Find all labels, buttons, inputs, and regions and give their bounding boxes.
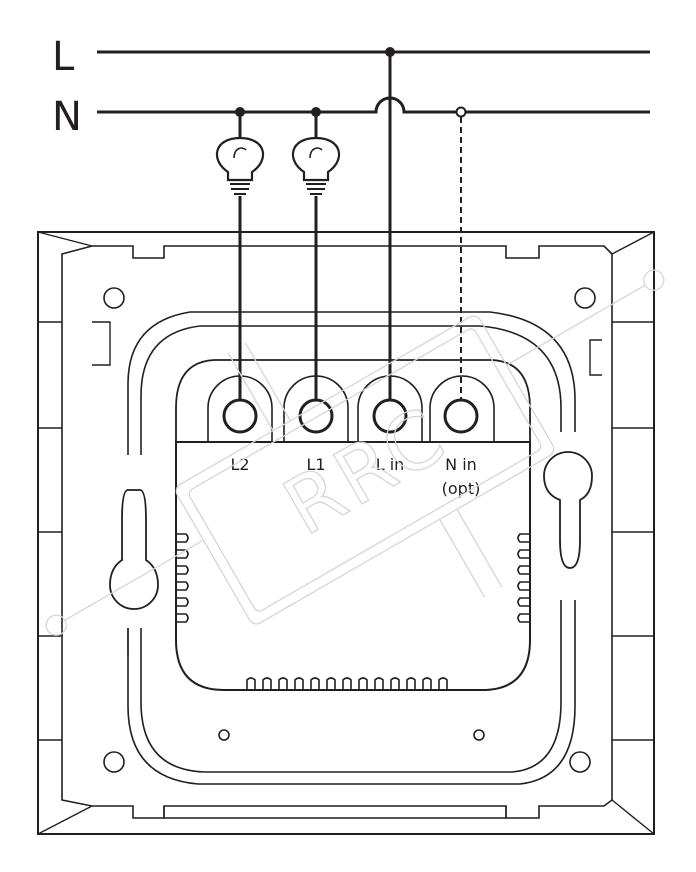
side-vents-right bbox=[517, 533, 530, 623]
watermark-text: RRC bbox=[269, 390, 462, 553]
terminal-screw-n-in bbox=[443, 398, 479, 434]
module-hole-left bbox=[218, 729, 230, 741]
module-box bbox=[175, 441, 531, 691]
terminal-block-l-in bbox=[357, 375, 423, 442]
lamp-l2 bbox=[215, 112, 265, 408]
terminal-label-n-in: N in bbox=[445, 455, 477, 474]
terminal-housing bbox=[175, 359, 531, 442]
neutral-bus-label: N bbox=[52, 94, 82, 140]
terminal-screw-l-in bbox=[372, 398, 408, 434]
terminal-block-n-in bbox=[429, 375, 495, 442]
switch-module bbox=[175, 359, 531, 741]
neutral-open-junction bbox=[455, 106, 467, 118]
line-bus-label: L bbox=[52, 34, 75, 80]
neutral-bus-wire bbox=[97, 96, 650, 114]
terminal-sublabel-n-in: (opt) bbox=[442, 479, 481, 498]
terminal-label-l2: L2 bbox=[230, 455, 249, 474]
plate-inner-frame bbox=[61, 245, 613, 819]
bus-lines: L N bbox=[52, 34, 650, 140]
terminal-block-l1 bbox=[283, 375, 349, 442]
switch-back-plate bbox=[37, 231, 655, 835]
terminal-label-l1: L1 bbox=[306, 455, 325, 474]
screw-hole-top-left bbox=[103, 287, 125, 309]
mounting-frame-bottom bbox=[127, 600, 576, 785]
keyhole-left bbox=[109, 489, 159, 610]
screw-hole-bottom-right bbox=[569, 751, 591, 773]
terminal-screw-l2 bbox=[222, 398, 258, 434]
module-hole-right bbox=[473, 729, 485, 741]
screw-hole-top-right bbox=[574, 287, 596, 309]
lamp-l1 bbox=[291, 112, 341, 408]
terminal-block-l2 bbox=[207, 375, 273, 442]
bottom-vents bbox=[246, 677, 448, 690]
side-vents-left bbox=[176, 533, 189, 623]
mounting-frame-top bbox=[127, 311, 576, 455]
junctions bbox=[235, 47, 467, 118]
keyhole-right bbox=[543, 451, 593, 569]
terminal-labels: L2 L1 L in N in (opt) bbox=[230, 455, 480, 498]
terminal-label-l-in: L in bbox=[376, 455, 405, 474]
terminal-screw-l1 bbox=[298, 398, 334, 434]
screw-hole-bottom-left bbox=[103, 751, 125, 773]
plate-outer-frame bbox=[37, 231, 655, 835]
